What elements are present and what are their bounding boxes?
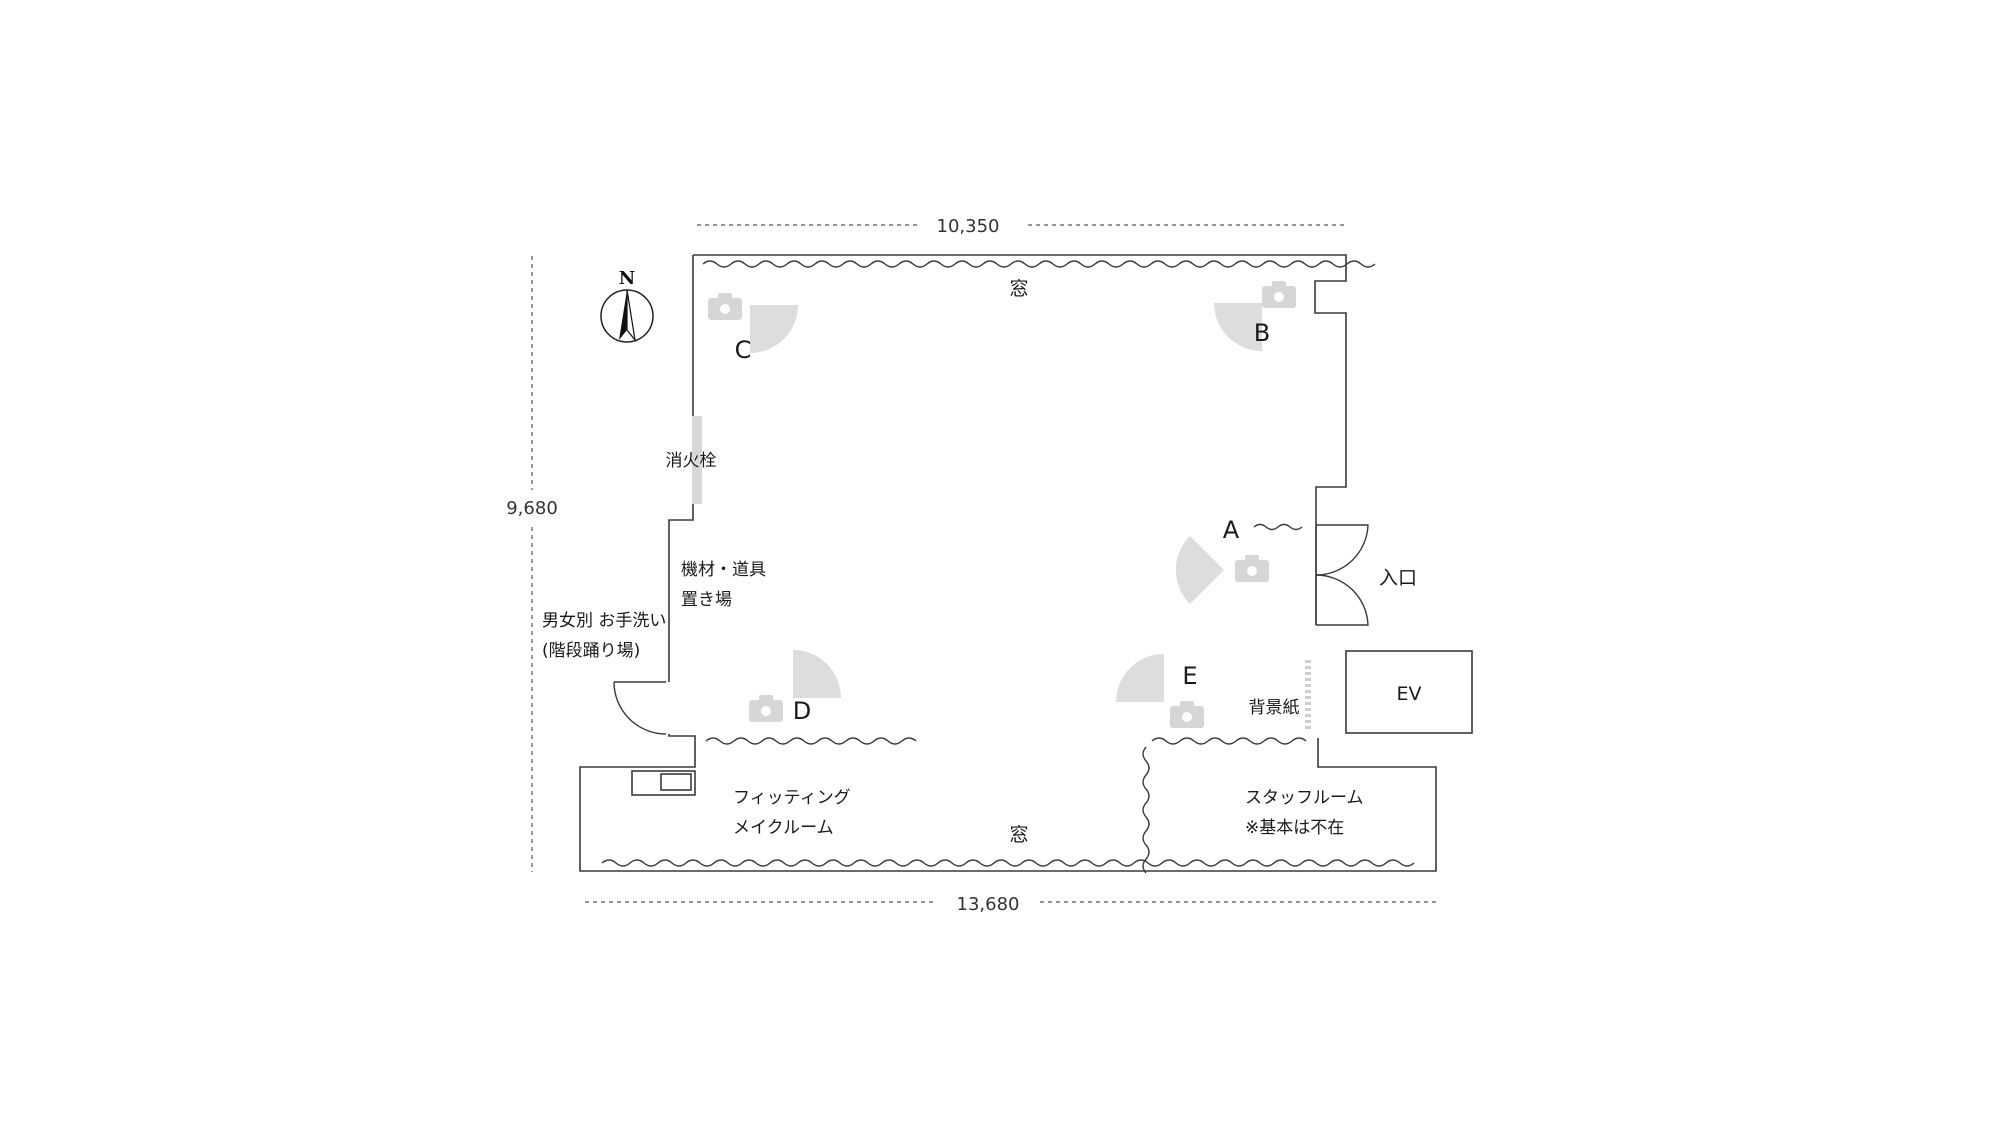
dimension-top: 10,350 bbox=[697, 216, 1346, 237]
curtain-fitting bbox=[705, 737, 917, 745]
camera-label-a: A bbox=[1223, 516, 1240, 544]
camera-label-c: C bbox=[735, 336, 752, 364]
walls bbox=[579, 254, 1437, 872]
entrance-label: 入口 bbox=[1379, 567, 1417, 589]
hydrant: 消火栓 bbox=[666, 416, 717, 504]
curtain-top bbox=[702, 260, 1376, 268]
dimension-left: 9,680 bbox=[506, 256, 558, 872]
camera-label-e: E bbox=[1182, 662, 1197, 690]
compass-north-label: N bbox=[619, 268, 635, 289]
restroom-door bbox=[613, 681, 667, 735]
hydrant-label: 消火栓 bbox=[666, 451, 717, 471]
door-icon bbox=[1315, 524, 1369, 626]
backdrop-label: 背景紙 bbox=[1249, 698, 1300, 718]
fitting-label-2: メイクルーム bbox=[733, 818, 834, 838]
curtain-staff-top bbox=[1151, 737, 1307, 745]
camera-position-c: C bbox=[707, 292, 798, 364]
staff-label-2: ※基本は不在 bbox=[1245, 818, 1344, 838]
dimension-bottom-label: 13,680 bbox=[957, 894, 1020, 915]
equipment-label-1: 機材・道具 bbox=[681, 560, 766, 580]
camera-icon bbox=[748, 694, 784, 723]
restroom-label-1: 男女別 お手洗い bbox=[542, 611, 666, 631]
camera-icon bbox=[1169, 700, 1205, 729]
sink-icon bbox=[631, 770, 696, 796]
curtain-entrance bbox=[1253, 523, 1303, 531]
dimension-bottom: 13,680 bbox=[585, 894, 1438, 915]
camera-icon bbox=[707, 292, 743, 321]
camera-position-d: D bbox=[748, 650, 841, 725]
curtain-bottom bbox=[601, 859, 1415, 867]
camera-label-b: B bbox=[1254, 319, 1270, 347]
camera-position-a: A bbox=[1175, 516, 1270, 604]
staff-label-1: スタッフルーム bbox=[1245, 788, 1364, 808]
window-top-label: 窓 bbox=[1009, 278, 1028, 300]
camera-position-b: B bbox=[1214, 280, 1297, 351]
equipment-label-2: 置き場 bbox=[681, 590, 732, 610]
dimension-top-label: 10,350 bbox=[937, 216, 1000, 237]
camera-icon bbox=[1261, 280, 1297, 309]
camera-position-e: E bbox=[1116, 654, 1205, 729]
elevator-label: EV bbox=[1396, 683, 1421, 705]
compass-icon: N bbox=[600, 268, 654, 343]
dimension-left-label: 9,680 bbox=[506, 498, 558, 519]
window-bottom-label: 窓 bbox=[1009, 824, 1028, 846]
curtain-staff-side bbox=[1142, 746, 1150, 874]
camera-label-d: D bbox=[793, 697, 811, 725]
fitting-label-1: フィッティング bbox=[733, 788, 851, 808]
camera-icon bbox=[1234, 554, 1270, 583]
restroom-label-2: (階段踊り場) bbox=[542, 641, 640, 661]
elevator bbox=[1345, 650, 1473, 734]
